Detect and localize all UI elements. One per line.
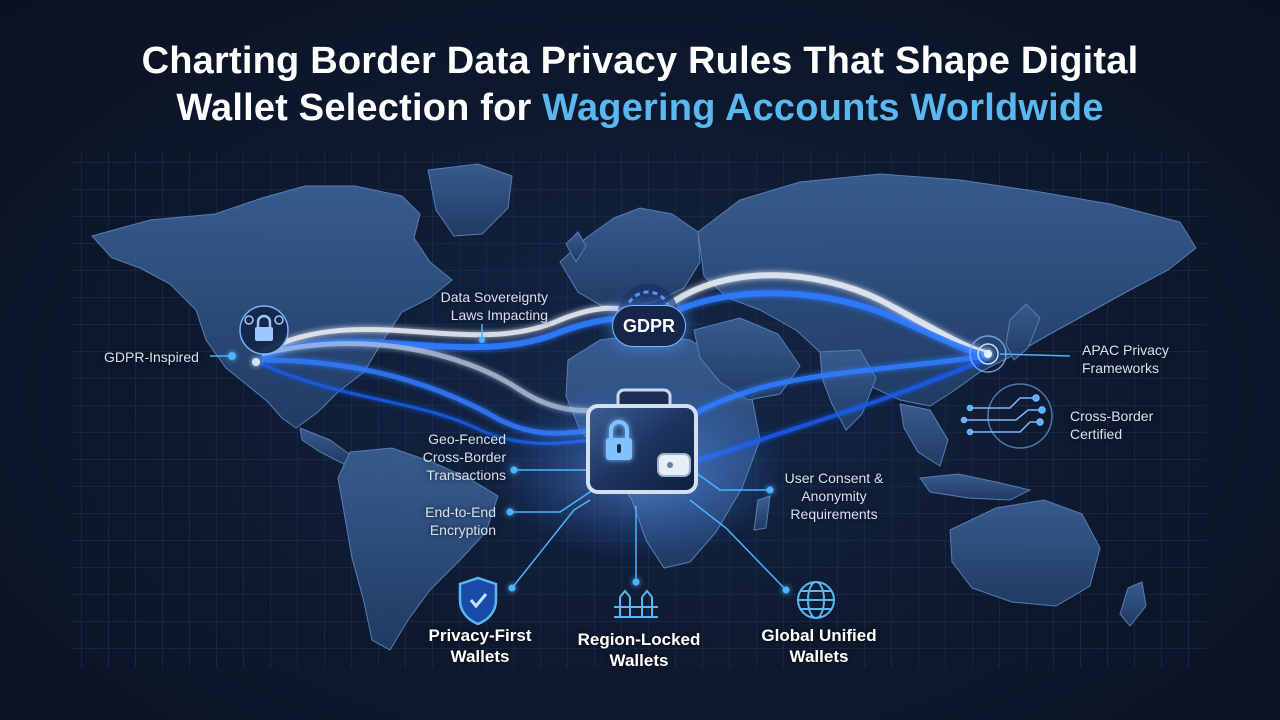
leader-global-unified bbox=[689, 499, 787, 591]
target-node-icon bbox=[969, 335, 1007, 373]
category-privacy-first: Privacy-First Wallets bbox=[410, 625, 550, 667]
label-line: APAC Privacy bbox=[1082, 342, 1169, 358]
dot-data-sovereignty bbox=[479, 337, 485, 343]
southeast-asia bbox=[899, 403, 949, 467]
japan bbox=[1005, 303, 1041, 361]
padlock-gears-icon bbox=[239, 305, 289, 355]
title-line-2: Wallet Selection for Wagering Accounts W… bbox=[0, 85, 1280, 132]
label-line: Cross-Border bbox=[422, 449, 506, 465]
label-line: Requirements bbox=[790, 506, 878, 522]
category-line: Global Unified bbox=[761, 626, 877, 645]
circuit-icon bbox=[960, 383, 1053, 449]
south-america bbox=[337, 447, 499, 651]
label-gdpr-inspired: GDPR-Inspired bbox=[104, 349, 199, 365]
label-line: Encryption bbox=[429, 522, 496, 538]
leader-end-to-end bbox=[510, 487, 597, 513]
flow-eu-asia-1 bbox=[658, 272, 989, 357]
title-line-2-accent: Wagering Accounts Worldwide bbox=[542, 87, 1104, 129]
label-line: Certified bbox=[1070, 426, 1123, 442]
title-line-1: Charting Border Data Privacy Rules That … bbox=[141, 40, 1139, 82]
category-region-locked: Region-Locked Wallets bbox=[564, 629, 714, 671]
leader-dots bbox=[228, 337, 790, 594]
wallet-lock-icon bbox=[586, 388, 698, 494]
category-global-unified: Global Unified Wallets bbox=[742, 625, 896, 667]
category-line: Region-Locked bbox=[577, 630, 701, 649]
leader-privacy-first bbox=[511, 499, 591, 589]
dot-global-unified bbox=[782, 586, 790, 594]
leader-apac bbox=[999, 353, 1071, 357]
label-line: Data Sovereignty bbox=[440, 289, 548, 305]
new-zealand bbox=[1119, 581, 1147, 627]
dot-gdpr-inspired bbox=[228, 352, 236, 360]
category-line: Wallets bbox=[789, 647, 849, 666]
asia bbox=[697, 173, 1197, 407]
label-apac: APAC Privacy Frameworks bbox=[1082, 341, 1202, 377]
category-line: Wallets bbox=[609, 651, 669, 670]
label-geo-fenced: Geo-Fenced Cross-Border Transactions bbox=[386, 430, 506, 484]
dot-region-locked bbox=[632, 578, 640, 586]
greenland bbox=[427, 163, 513, 237]
label-cross-border-certified: Cross-Border Certified bbox=[1070, 407, 1190, 443]
na-node bbox=[252, 358, 260, 366]
gdpr-hub-badge: GDPR bbox=[612, 305, 686, 347]
label-line: User Consent & bbox=[784, 470, 884, 486]
label-line: Frameworks bbox=[1082, 360, 1160, 376]
shield-check-icon bbox=[458, 576, 498, 626]
category-line: Privacy-First bbox=[428, 626, 532, 645]
label-line: End-to-End bbox=[425, 504, 496, 520]
dot-user-consent bbox=[766, 486, 774, 494]
europe bbox=[559, 207, 701, 309]
border-fence-icon bbox=[614, 589, 658, 618]
dot-end-to-end bbox=[506, 508, 514, 516]
label-line: Geo-Fenced bbox=[428, 431, 506, 447]
title-line-2-plain: Wallet Selection for bbox=[176, 87, 543, 129]
uk bbox=[565, 231, 587, 263]
globe-icon bbox=[797, 581, 835, 619]
label-data-sovereignty: Data Sovereignty Laws Impacting bbox=[396, 288, 548, 324]
label-line: Transactions bbox=[426, 467, 506, 483]
dot-privacy-first bbox=[508, 584, 516, 592]
leader-user-consent bbox=[691, 469, 770, 491]
indonesia bbox=[919, 473, 1032, 501]
leader-lines bbox=[210, 324, 1071, 591]
label-line: Laws Impacting bbox=[450, 307, 548, 323]
label-line: Cross-Border bbox=[1070, 408, 1154, 424]
flow-eu-asia-2 bbox=[658, 290, 989, 359]
page-title: Charting Border Data Privacy Rules That … bbox=[0, 38, 1280, 132]
australia bbox=[949, 499, 1101, 607]
dot-geo-fenced bbox=[510, 466, 518, 474]
category-line: Wallets bbox=[450, 647, 510, 666]
label-line: Anonymity bbox=[801, 488, 867, 504]
label-end-to-end: End-to-End Encryption bbox=[384, 503, 496, 539]
middle-east bbox=[693, 317, 801, 401]
label-user-consent: User Consent & Anonymity Requirements bbox=[764, 469, 904, 523]
